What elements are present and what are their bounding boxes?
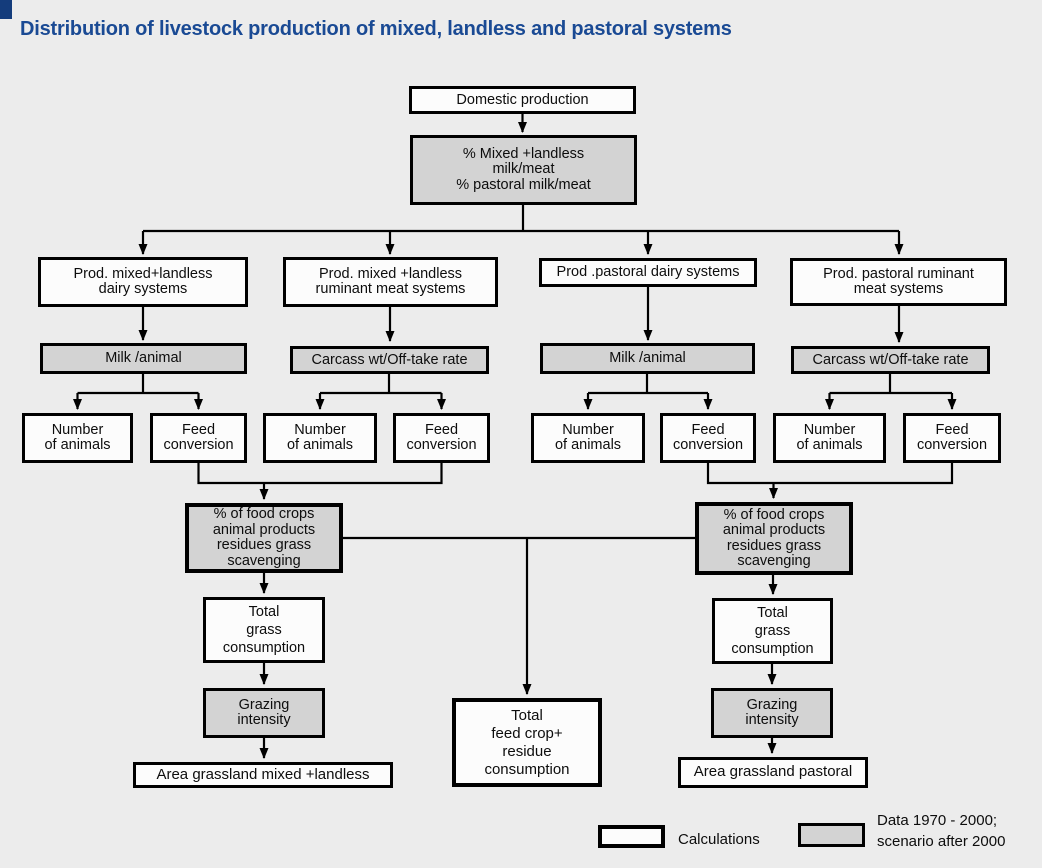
legend-data-swatch: [798, 823, 865, 847]
node-total-grass-right: Total grass consumption: [712, 598, 833, 664]
node-pct-mixed-pastoral: % Mixed +landless milk/meat % pastoral m…: [410, 135, 637, 205]
node-total-grass-left: Total grass consumption: [203, 597, 325, 663]
node-feed-conversion-4: Feed conversion: [903, 413, 1001, 463]
node-number-of-animals-3: Number of animals: [531, 413, 645, 463]
node-prod-mixed-landless-dairy: Prod. mixed+landless dairy systems: [38, 257, 248, 307]
node-number-of-animals-2: Number of animals: [263, 413, 377, 463]
node-prod-pastoral-meat: Prod. pastoral ruminant meat systems: [790, 258, 1007, 306]
node-grazing-intensity-left: Grazing intensity: [203, 688, 325, 738]
node-pct-food-crops-right: % of food crops animal products residues…: [695, 502, 853, 575]
node-total-feed-crop: Total feed crop+ residue consumption: [452, 698, 602, 787]
node-area-grassland-mixed: Area grassland mixed +landless: [133, 762, 393, 788]
node-carcass-offtake-left: Carcass wt/Off-take rate: [290, 346, 489, 374]
node-milk-per-animal-left: Milk /animal: [40, 343, 247, 374]
node-area-grassland-pastoral: Area grassland pastoral: [678, 757, 868, 788]
legend-calculations-label: Calculations: [678, 831, 760, 848]
legend-calculations-swatch: [598, 825, 665, 848]
node-domestic-production: Domestic production: [409, 86, 636, 114]
node-grazing-intensity-right: Grazing intensity: [711, 688, 833, 738]
node-number-of-animals-4: Number of animals: [773, 413, 886, 463]
node-pct-food-crops-left: % of food crops animal products residues…: [185, 503, 343, 573]
node-feed-conversion-2: Feed conversion: [393, 413, 490, 463]
node-carcass-offtake-right: Carcass wt/Off-take rate: [791, 346, 990, 374]
node-prod-mixed-landless-meat: Prod. mixed +landless ruminant meat syst…: [283, 257, 498, 307]
legend-data-label: Data 1970 - 2000; scenario after 2000: [877, 812, 1006, 850]
page-title: Distribution of livestock production of …: [20, 18, 732, 40]
node-feed-conversion-3: Feed conversion: [660, 413, 756, 463]
corner-accent: [0, 0, 12, 19]
node-milk-per-animal-right: Milk /animal: [540, 343, 755, 374]
node-feed-conversion-1: Feed conversion: [150, 413, 247, 463]
node-prod-pastoral-dairy: Prod .pastoral dairy systems: [539, 258, 757, 287]
node-number-of-animals-1: Number of animals: [22, 413, 133, 463]
